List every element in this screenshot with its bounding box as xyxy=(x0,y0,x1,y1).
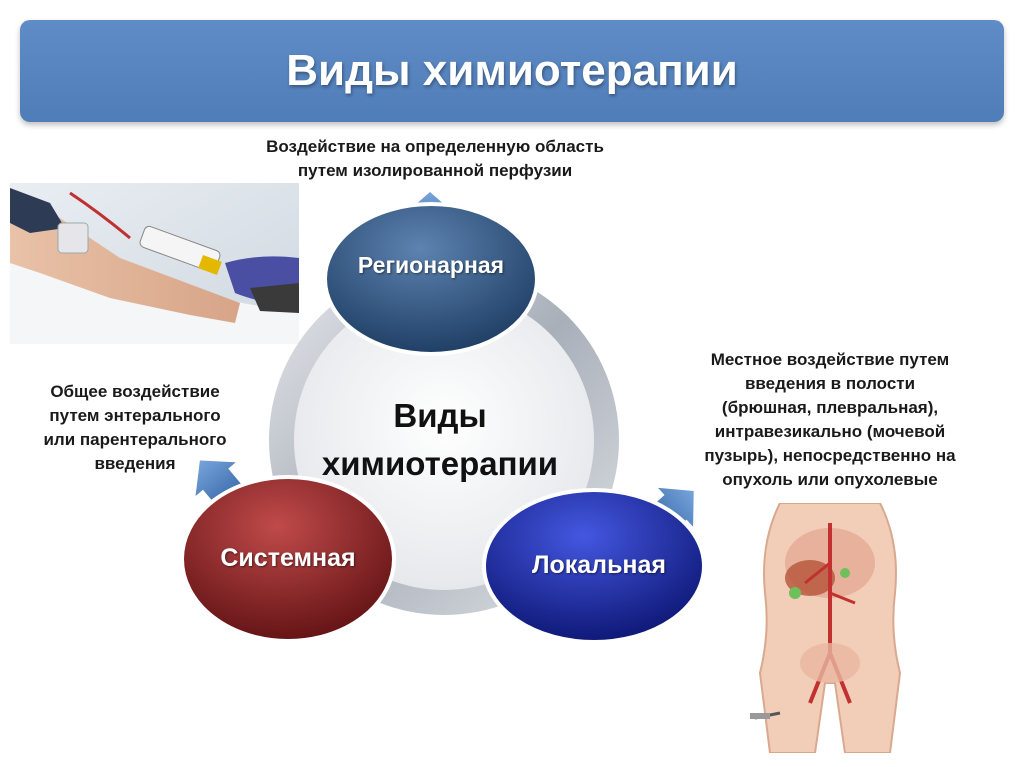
center-label-line2: химиотерапии xyxy=(321,445,559,482)
caption-local: Местное воздействие путем введения в пол… xyxy=(704,350,956,489)
label-regional: Регионарная xyxy=(357,252,505,278)
node-systemic xyxy=(180,475,396,643)
caption-regional: Воздействие на определенную область путе… xyxy=(266,137,604,180)
iv-drip-photo xyxy=(10,183,299,344)
center-label-line1: Виды xyxy=(393,397,487,434)
node-regional xyxy=(323,202,539,356)
node-local xyxy=(482,488,706,644)
anatomy-illustration xyxy=(750,502,910,754)
label-systemic: Системная xyxy=(220,544,356,572)
slide-title: Виды химиотерапии xyxy=(286,46,738,95)
center-label: Виды химиотерапии xyxy=(300,392,580,488)
title-bar: Виды химиотерапии xyxy=(20,20,1004,122)
label-local: Локальная xyxy=(531,551,667,579)
caption-systemic: Общее воздействие путем энтерального или… xyxy=(43,382,227,473)
